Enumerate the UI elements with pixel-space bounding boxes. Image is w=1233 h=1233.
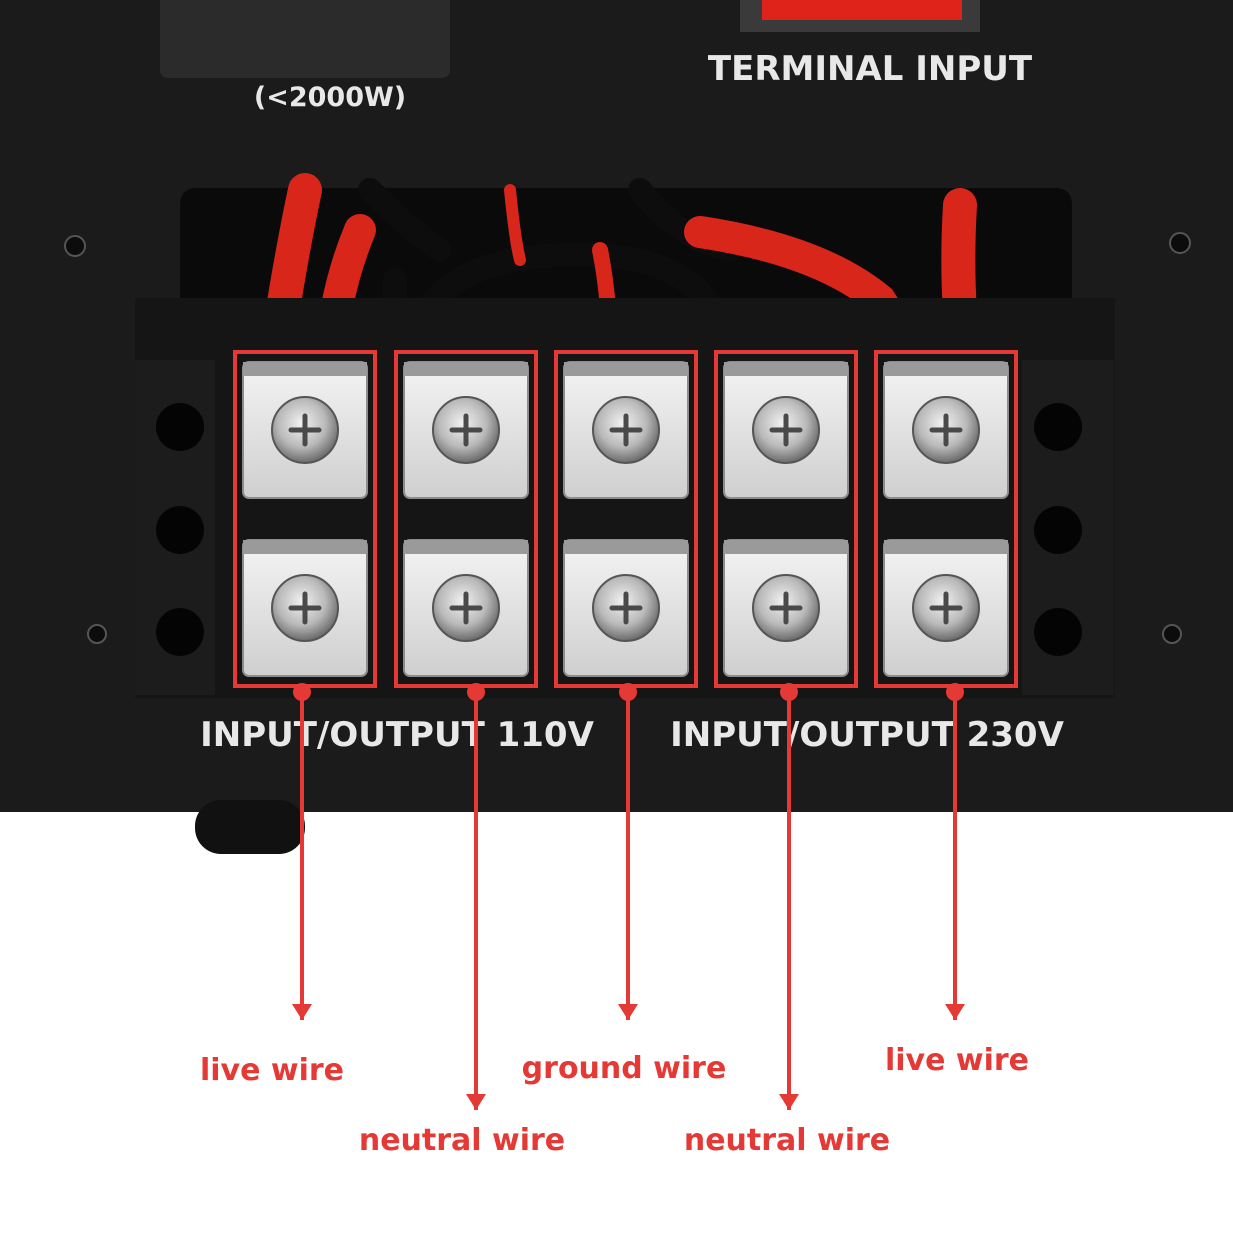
screw-plate-edge [884,540,1008,554]
device-foot [195,800,305,854]
screw-plate-edge [724,362,848,376]
power-rating-label: (<2000W) [254,82,406,113]
terminal-highlight-box [394,350,538,688]
terminals [233,350,1018,1110]
screw-slot-icon [449,591,483,625]
terminal-column-2 [394,350,538,1110]
mounting-screw-icon [1162,624,1182,644]
arrow-head-icon [618,1004,638,1020]
screw-slot-icon [288,591,322,625]
wire-label-4: neutral wire [684,1123,890,1158]
mounting-screw-icon [64,235,86,257]
mounting-screw-icon [1169,232,1191,254]
mounting-hole-icon [1034,608,1082,656]
terminal-column-4 [714,350,858,1110]
power-switch-rocker [762,0,962,20]
mounting-hole-icon [156,506,204,554]
section-label-230v: INPUT/OUTPUT 230V [670,715,1064,755]
mounting-screw-icon [87,624,107,644]
screw-plate-edge [564,540,688,554]
mounting-hole-icon [156,608,204,656]
screw-slot-icon [769,591,803,625]
screw-plate-edge [564,362,688,376]
wire-label-3: ground wire [522,1051,727,1086]
mounting-hole-icon [156,403,204,451]
screw-plate-edge [724,540,848,554]
switch-label: TERMINAL INPUT [708,49,1033,89]
screw-plate-edge [243,540,367,554]
wire-label-1: live wire [200,1053,344,1088]
screw-plate-edge [404,540,528,554]
terminal-column-5 [874,350,1018,1020]
screw-slot-icon [929,413,963,447]
screw-slot-icon [609,413,643,447]
mounting-hole-icon [1034,506,1082,554]
screw-slot-icon [449,413,483,447]
screw-slot-icon [769,413,803,447]
arrow-head-icon [945,1004,965,1020]
terminal-highlight-box [874,350,1018,688]
screw-slot-icon [929,591,963,625]
mounting-hole-icon [1034,403,1082,451]
wire-label-5: live wire [885,1043,1029,1078]
screw-plate-edge [884,362,1008,376]
section-label-110v: INPUT/OUTPUT 110V [200,715,594,755]
arrow-head-icon [292,1004,312,1020]
arrow-head-icon [466,1094,486,1110]
screw-slot-icon [609,591,643,625]
outlet-housing [160,0,450,78]
terminal-column-1 [233,350,377,1020]
screw-plate-edge [404,362,528,376]
wire-label-2: neutral wire [359,1123,565,1158]
screw-slot-icon [288,413,322,447]
screw-plate-edge [243,362,367,376]
terminal-column-3 [554,350,698,1020]
arrow-head-icon [779,1094,799,1110]
